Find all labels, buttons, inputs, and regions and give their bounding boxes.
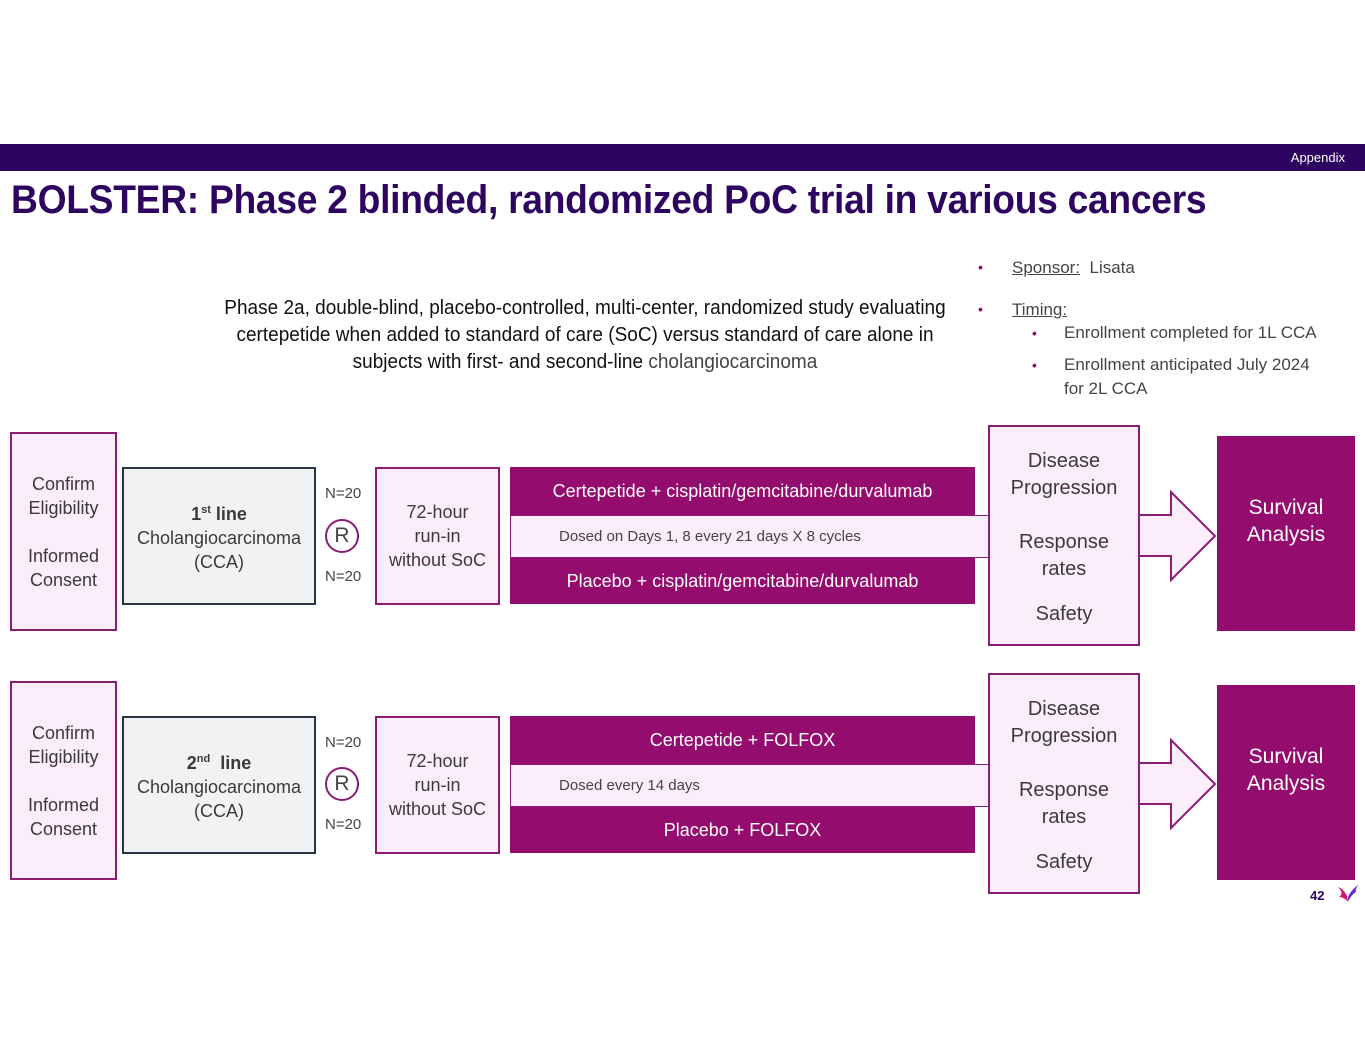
runin-line: run-in (414, 526, 461, 546)
arrow-right-icon (1139, 490, 1217, 583)
bullet-icon: • (978, 301, 983, 317)
endpoint-text: Disease (1027, 450, 1101, 472)
survival-analysis-box: Survival Analysis (1217, 436, 1355, 631)
n-arm-top: N=20 (325, 485, 362, 502)
survival-text: Survival (1248, 496, 1324, 519)
arrow-right-icon (1139, 738, 1217, 831)
n-arm-top: N=20 (325, 734, 362, 751)
endpoints-box: Disease Progression Response rates Safet… (988, 673, 1140, 894)
bullet-icon: • (1032, 357, 1037, 373)
runin-line: run-in (414, 775, 461, 795)
dosing-schedule: Dosed every 14 days (510, 764, 990, 807)
study-description: Phase 2a, double-blind, placebo-controll… (210, 295, 961, 376)
runin-line: without SoC (388, 550, 487, 570)
survival-text: Analysis (1246, 523, 1326, 546)
n-arm-bottom: N=20 (325, 816, 362, 833)
randomize-icon: R (325, 767, 359, 801)
runin-box: 72-hour run-in without SoC (375, 716, 500, 854)
endpoint-text: rates (1041, 806, 1087, 828)
study-description-tail: cholangiocarcinoma (648, 351, 818, 373)
consent-line: Consent (29, 818, 98, 839)
placebo-arm: Placebo + FOLFOX (510, 807, 975, 853)
dosing-schedule: Dosed on Days 1, 8 every 21 days X 8 cyc… (510, 515, 990, 558)
endpoint-text: Progression (1010, 477, 1118, 499)
timing-item: Enrollment anticipated July 2024 (1064, 355, 1310, 374)
survival-text: Survival (1248, 745, 1324, 768)
bullet-icon: • (978, 259, 983, 275)
eligibility-box: Confirm Eligibility Informed Consent (10, 681, 117, 880)
sponsor-value: Lisata (1089, 258, 1135, 277)
runin-line: 72-hour (406, 502, 469, 522)
eligibility-line: Eligibility (28, 497, 99, 518)
treatment-arm: Certepetide + cisplatin/gemcitabine/durv… (510, 467, 975, 515)
line-label: 2nd line (186, 753, 252, 773)
eligibility-line: Eligibility (28, 746, 99, 767)
population-box: 2nd line Cholangiocarcinoma (CCA) (122, 716, 316, 854)
endpoints-box: Disease Progression Response rates Safet… (988, 425, 1140, 646)
eligibility-box: Confirm Eligibility Informed Consent (10, 432, 117, 631)
section-label: Appendix (1290, 150, 1345, 165)
timing-item-cont: for 2L CCA (1064, 379, 1148, 398)
endpoint-text: Progression (1010, 725, 1118, 747)
timing-label-text: Timing: (1012, 300, 1068, 319)
butterfly-logo-icon (1338, 885, 1358, 902)
survival-text: Analysis (1246, 772, 1326, 795)
runin-line: 72-hour (406, 751, 469, 771)
eligibility-line: Confirm (31, 722, 95, 743)
trial-info: • Sponsor: Lisata • Timing: • Enrollment… (978, 256, 1358, 406)
consent-line: Informed (27, 545, 100, 566)
timing-label: Timing: (1012, 300, 1067, 320)
randomize-icon: R (325, 519, 359, 553)
page-number: 42 (1310, 888, 1325, 903)
placebo-arm: Placebo + cisplatin/gemcitabine/durvalum… (510, 558, 975, 604)
disease-name: Cholangiocarcinoma (136, 777, 302, 797)
line-label: 1st line (191, 504, 247, 524)
runin-box: 72-hour run-in without SoC (375, 467, 500, 605)
consent-line: Informed (27, 794, 100, 815)
endpoint-text: Response (1018, 531, 1110, 553)
disease-abbr: (CCA) (194, 801, 244, 821)
endpoint-text: rates (1041, 558, 1087, 580)
bullet-icon: • (1032, 325, 1037, 341)
sponsor-label: Sponsor: (1012, 258, 1081, 277)
disease-abbr: (CCA) (194, 552, 244, 572)
endpoint-text: Response (1018, 779, 1110, 801)
page-title: BOLSTER: Phase 2 blinded, randomized PoC… (11, 178, 1207, 222)
survival-analysis-box: Survival Analysis (1217, 685, 1355, 880)
timing-item: Enrollment completed for 1L CCA (1064, 323, 1317, 342)
treatment-arm: Certepetide + FOLFOX (510, 716, 975, 764)
sponsor-item: Sponsor: Lisata (1012, 258, 1135, 278)
n-arm-bottom: N=20 (325, 568, 362, 585)
endpoint-text: Safety (1035, 603, 1093, 625)
eligibility-line: Confirm (31, 473, 95, 494)
header-bar (0, 144, 1365, 171)
endpoint-text: Disease (1027, 698, 1101, 720)
disease-name: Cholangiocarcinoma (136, 528, 302, 548)
study-description-main: Phase 2a, double-blind, placebo-controll… (224, 297, 946, 373)
runin-line: without SoC (388, 799, 487, 819)
endpoint-text: Safety (1035, 851, 1093, 873)
consent-line: Consent (29, 569, 98, 590)
population-box: 1st line Cholangiocarcinoma (CCA) (122, 467, 316, 605)
